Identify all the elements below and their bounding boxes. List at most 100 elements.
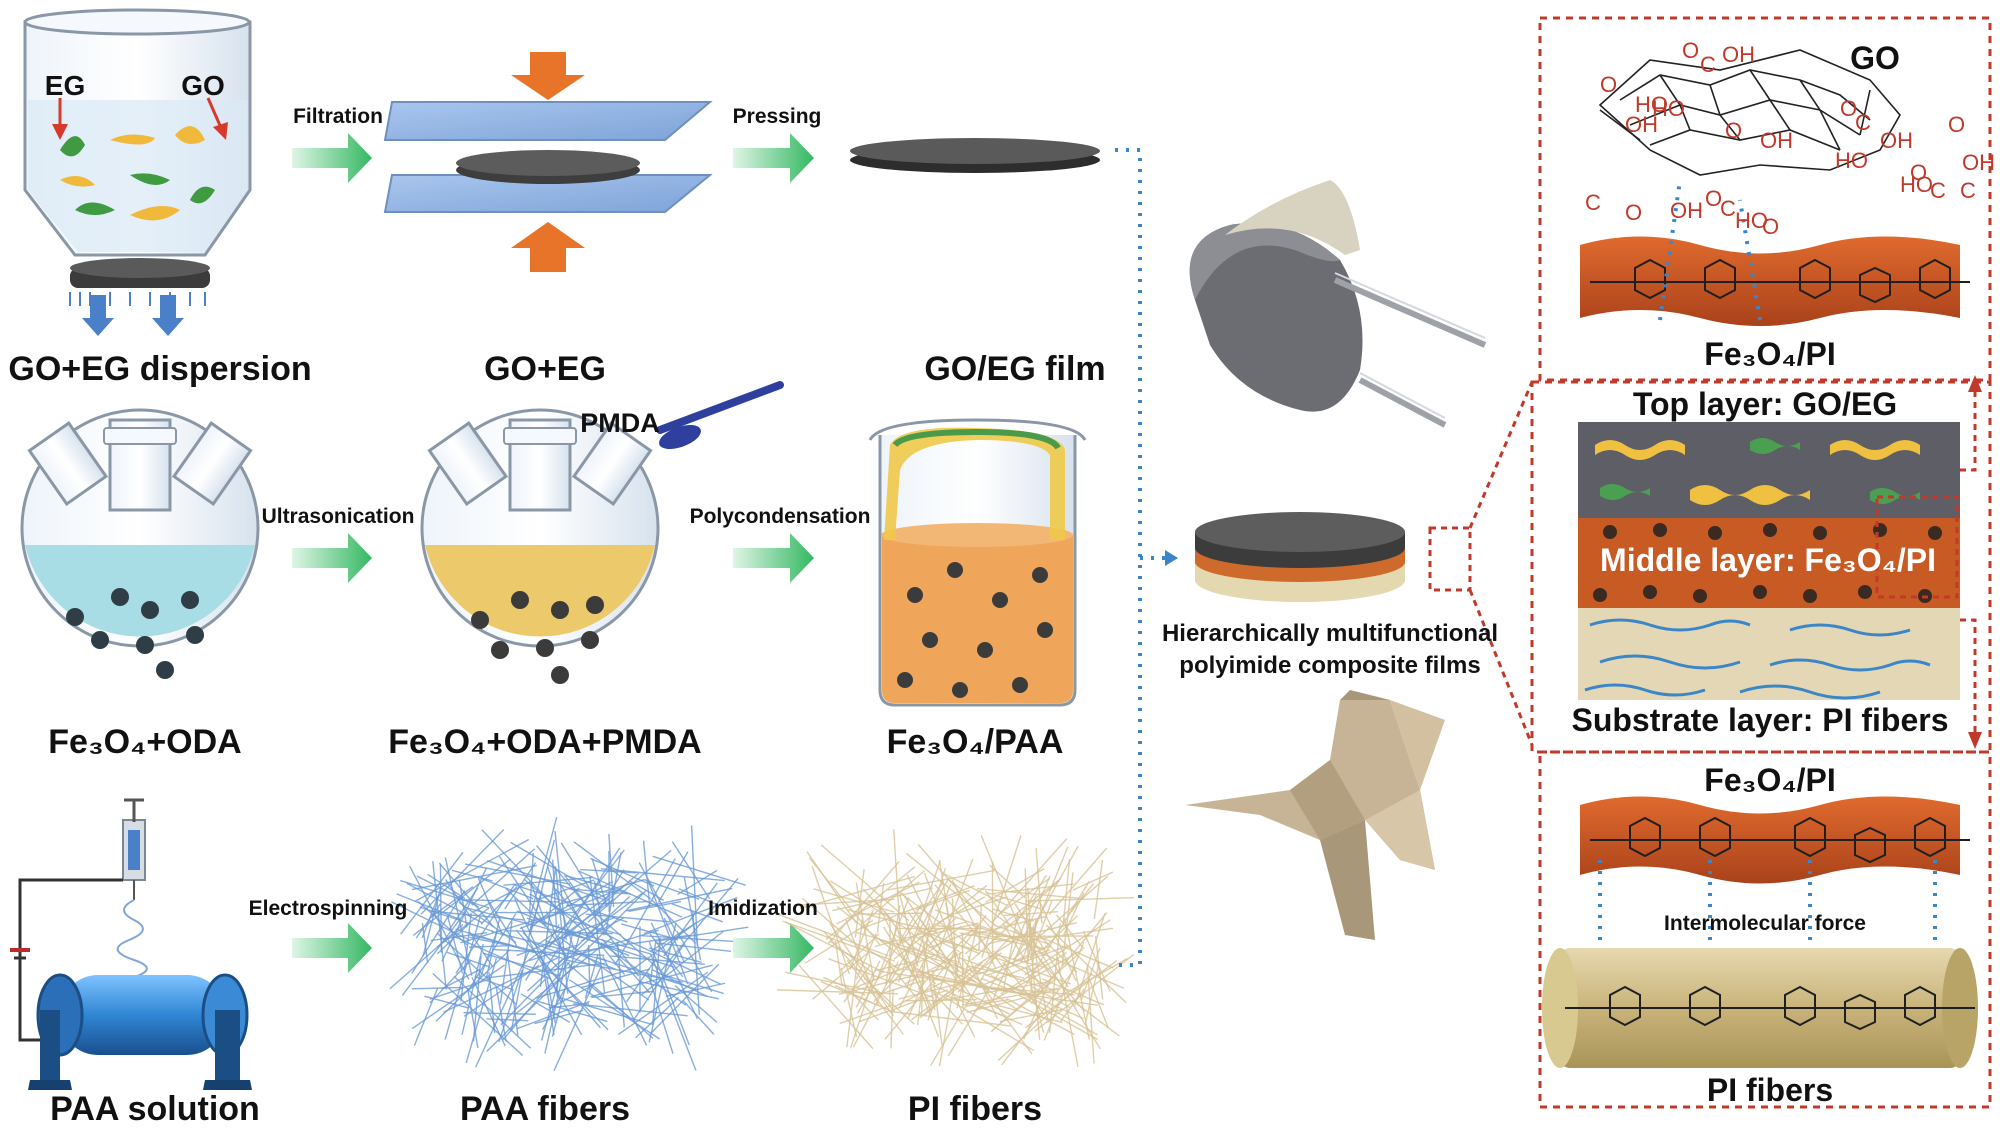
fiber-strand <box>539 866 557 987</box>
fiber-strand <box>540 961 565 1041</box>
fiber-strand <box>448 887 479 930</box>
fiber-strand <box>556 940 561 997</box>
fiber-strand <box>420 829 505 915</box>
go-group-label: HO <box>1652 96 1685 121</box>
go-group-label: O <box>1600 72 1618 97</box>
caption-line-1: Hierarchically multifunctional <box>1161 620 1499 647</box>
flask-2 <box>420 381 784 684</box>
dotted-connector <box>1115 148 1165 967</box>
fiber-strand <box>846 959 904 1035</box>
fiber-strand <box>997 973 1093 1062</box>
fiber-strand <box>439 864 443 953</box>
fiber-strand <box>563 872 640 939</box>
pi-chain-top <box>1580 236 1970 326</box>
fiber-strand <box>614 858 676 966</box>
fiber-strand <box>938 859 950 918</box>
fiber-strand <box>487 899 518 947</box>
fiber-strand <box>981 835 1022 958</box>
fiber-strand <box>493 948 605 957</box>
fiber-strand <box>1061 872 1074 966</box>
go-group-label: OH <box>1722 42 1755 67</box>
fiber-strand <box>663 882 718 957</box>
fiber-strand <box>460 912 472 1002</box>
fiber-strand <box>622 937 721 985</box>
right-panel-frames <box>1530 16 1992 1109</box>
go-group-label: HO <box>1900 172 1933 197</box>
label-fe3o4-pi-top: Fe₃O₄/PI <box>1704 336 1836 372</box>
fiber-strand <box>956 896 1007 915</box>
label-fe3o4-oda-pmda: Fe₃O₄+ODA+PMDA <box>388 723 702 761</box>
fiber-strand <box>500 978 546 1026</box>
fiber-strand <box>465 863 571 885</box>
go-group-label: HO <box>1835 148 1868 173</box>
fiber-strand <box>861 885 975 930</box>
label-fe3o4-pi-bottom: Fe₃O₄/PI <box>1704 762 1836 798</box>
go-eg-layer <box>1578 422 1960 518</box>
fiber-strand <box>480 877 534 900</box>
fiber-strand <box>663 917 685 962</box>
fiber-strand <box>1014 845 1079 960</box>
fiber-strand <box>436 921 472 955</box>
fiber-strand <box>411 864 537 891</box>
press-plates <box>383 52 713 272</box>
fiber-strand <box>479 930 498 979</box>
fiber-strand <box>1062 892 1085 936</box>
fiber-strand <box>920 919 976 1004</box>
fiber-strand <box>931 970 943 1045</box>
fiber-strand <box>542 962 609 1031</box>
fiber-strand <box>424 995 470 1009</box>
fiber-strand <box>1048 923 1061 1034</box>
fiber-strand <box>1034 949 1125 989</box>
fiber-strand <box>905 852 997 927</box>
fiber-strand <box>633 922 697 970</box>
fiber-strand <box>568 888 628 895</box>
fiber-strand <box>471 848 536 906</box>
label-filtration: Filtration <box>293 105 383 128</box>
fiber-strand <box>446 915 464 974</box>
fiber-strand <box>917 843 999 937</box>
fiber-strand <box>529 839 556 935</box>
fiber-strand <box>784 921 884 974</box>
fiber-strand <box>676 930 713 993</box>
fiber-strand <box>608 833 615 908</box>
fiber-strand <box>659 877 739 973</box>
fiber-strand <box>469 936 520 949</box>
force-dotted-lines <box>1598 179 1937 1000</box>
go-flakes <box>60 126 215 221</box>
go-group-label: O <box>1725 118 1743 143</box>
fiber-strand <box>1003 910 1059 917</box>
fiber-strand <box>590 857 655 887</box>
fiber-strand <box>554 830 567 941</box>
go-group-label: OH <box>1962 150 1995 175</box>
go-group-label: C <box>1700 52 1716 77</box>
fiber-strand <box>683 877 702 961</box>
fiber-strand <box>565 900 649 907</box>
fiber-strand <box>617 971 709 1036</box>
fiber-strand <box>1084 961 1100 1025</box>
fiber-strand <box>923 872 965 975</box>
pi-fiber-cylinder <box>1542 948 1978 1068</box>
fiber-strand <box>656 942 732 952</box>
beaker <box>868 418 1087 707</box>
fiber-strand <box>430 885 474 918</box>
arrow-polycondensation <box>733 533 814 583</box>
fiber-strand <box>1093 859 1104 920</box>
label-eg-vessel: EG <box>44 70 86 101</box>
fiber-strand <box>956 924 979 1009</box>
fiber-strand <box>875 900 914 976</box>
go-group-label: O <box>1705 186 1723 211</box>
fiber-strand <box>873 917 957 1003</box>
fiber-strand <box>647 879 689 985</box>
fiber-strand <box>671 903 724 923</box>
fiber-strand <box>495 986 507 1042</box>
fiber-strand <box>977 949 1051 975</box>
fiber-strand <box>897 881 945 948</box>
fiber-strand <box>1045 924 1127 1004</box>
fiber-strand <box>887 869 996 891</box>
fiber-strand <box>840 967 858 1038</box>
fiber-strand <box>1072 871 1114 891</box>
fiber-strand <box>827 861 900 945</box>
fiber-strand <box>674 985 718 1023</box>
go-group-label: C <box>1720 196 1736 221</box>
